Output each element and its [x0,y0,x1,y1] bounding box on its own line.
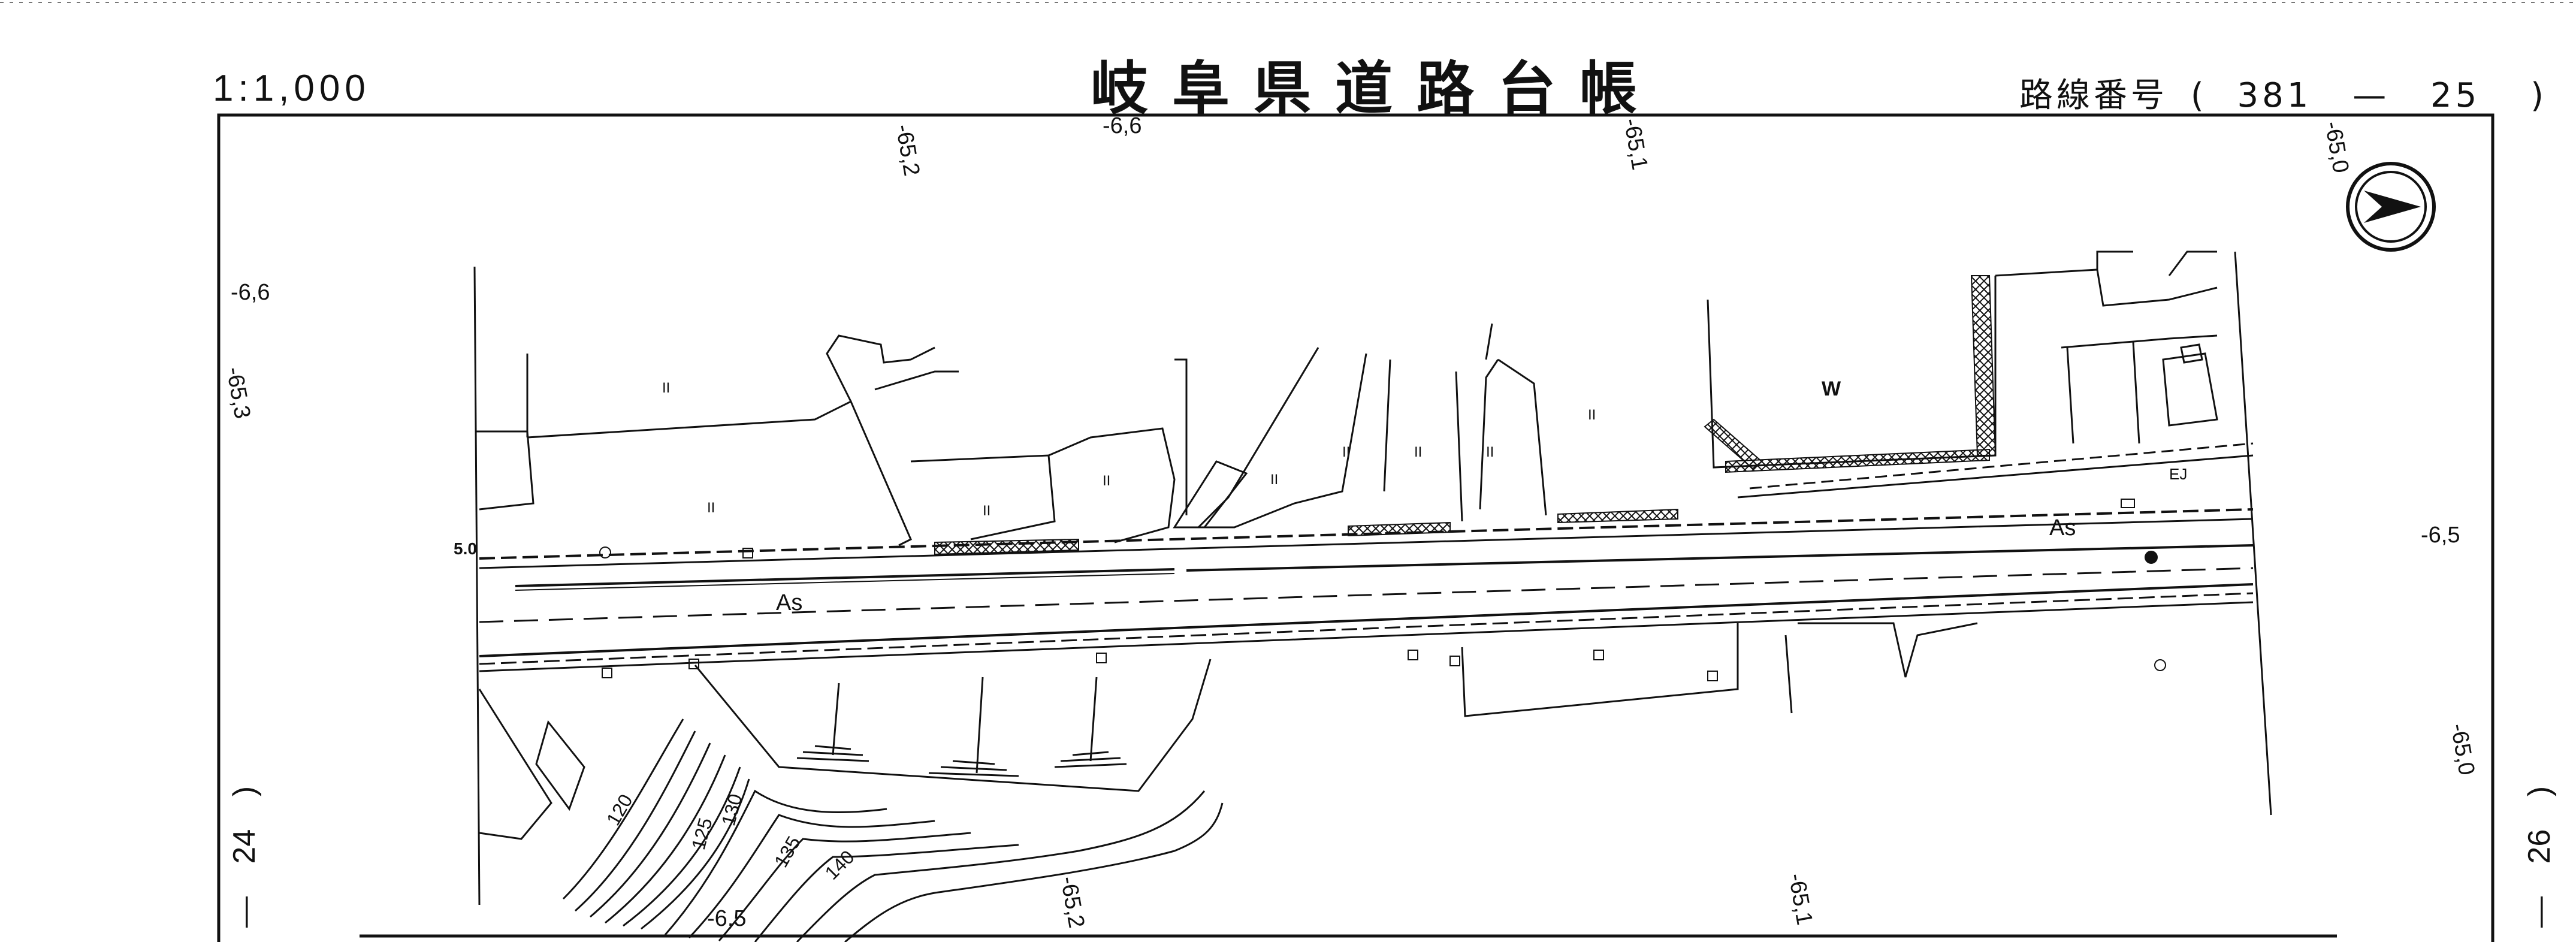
grid-bottom-2: -65,2 [1055,874,1089,930]
grid-top-3: -65,1 [1618,116,1652,172]
contour-label-125: 125 [687,816,717,852]
route-label: 路線番号 [2019,76,2168,115]
land-use-paddy-2: II [707,500,715,516]
contour-label-120: 120 [602,790,637,829]
elevation-start: 5.0 [454,539,477,558]
contour-label-130: 130 [717,792,747,828]
grid-top-2: -65,2 [890,122,924,178]
contour-label-135: 135 [770,832,805,871]
contour-lines [562,718,1224,942]
map-scale: 1:1,000 [213,68,370,109]
parcel-outlines [476,250,2218,840]
road-surface-label-1: As [776,590,802,615]
route-open-paren: ( [2190,76,2207,115]
route-number: 381 [2237,76,2312,115]
survey-boundary-right [2234,251,2272,816]
route-dash: — [2352,76,2390,115]
retaining-walls [934,275,1997,555]
route-number-label: 路線番号 ( 381 — 25 ) [2019,68,2547,117]
grid-right-2: -65,0 [2445,721,2479,777]
land-use-paddy-5: II [1270,472,1278,488]
grid-left-2: -65,3 [221,365,255,421]
grid-right-1: -6,5 [2421,523,2460,548]
grid-bottom-3: -65,1 [1783,871,1817,927]
grid-bottom-1: -6,5 [707,906,746,931]
road-surface-label-2: As [2049,515,2076,541]
land-use-paddy-4: II [1103,473,1110,489]
land-use-paddy-8: II [1486,444,1494,460]
route-sheet: 25 [2430,76,2481,115]
north-arrow-icon [2346,162,2436,252]
map-frame [217,113,2495,942]
land-use-paddy-1: II [662,380,670,396]
map-title: 岐阜県道路台帳 [1091,55,1661,122]
land-use-paddy-3: II [983,503,990,519]
route-close-paren: ) [2530,76,2547,115]
land-use-paddy-9: II [1588,407,1596,423]
land-use-w: W [1822,378,1841,400]
grid-left-1: -6,6 [231,280,270,305]
survey-boundary-left [473,266,481,905]
grid-top-1: -6,6 [1103,113,1141,138]
land-use-paddy-7: II [1414,444,1422,460]
grid-top-4: -65,0 [2320,119,2353,175]
slope-hachures [796,677,1127,777]
expansion-joint-label: EJ [2169,465,2187,483]
land-use-paddy-6: II [1342,444,1350,460]
contour-label-140: 140 [820,846,858,884]
roadside-symbols [599,499,2166,681]
